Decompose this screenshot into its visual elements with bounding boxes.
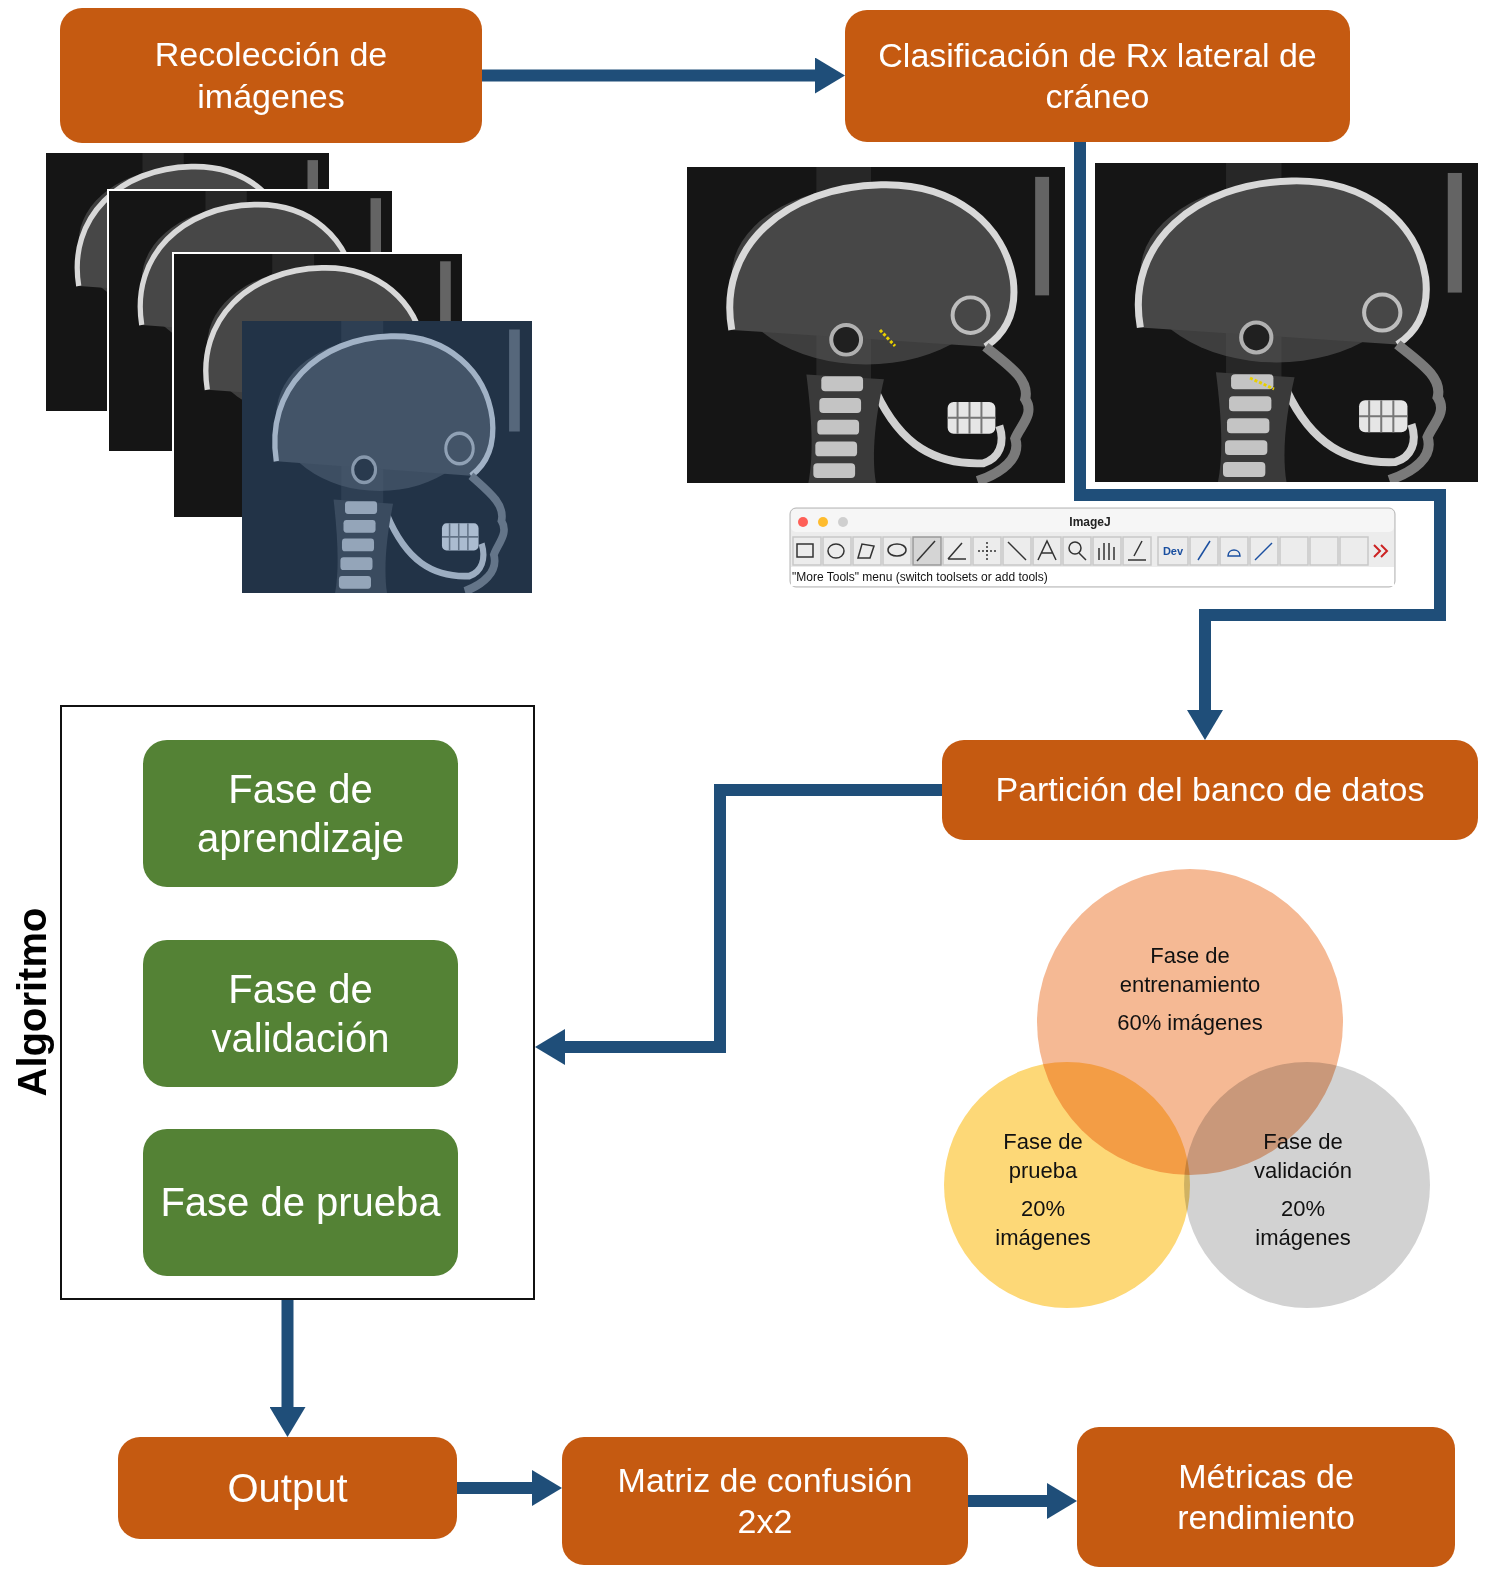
venn-circle: Fase de prueba 20% imágenes <box>944 1062 1190 1308</box>
circle-content: Fase de prueba 20% imágenes <box>987 1128 1099 1252</box>
flow-arrow <box>1080 142 1440 710</box>
node-text: 60% imágenes <box>1100 1009 1280 1038</box>
xray-classified <box>687 163 1478 483</box>
process-box: Partición del banco de datos <box>942 740 1478 840</box>
group-heading: Algoritmo <box>10 908 55 1097</box>
flow-arrow <box>968 1495 1047 1507</box>
phase-box: Fase de prueba <box>143 1129 458 1276</box>
circle-shape <box>1184 1062 1430 1308</box>
node-text: Partición del banco de datos <box>995 769 1424 810</box>
node-text: Fase de validación <box>1243 1128 1363 1185</box>
group-frame: AlgoritmoFase de aprendizajeFase de vali… <box>60 705 535 1300</box>
node-text: Fase de validación <box>159 965 442 1063</box>
flow-arrow <box>482 70 815 82</box>
flow-arrow <box>282 1300 294 1407</box>
process-box: Recolección de imágenes <box>60 8 482 143</box>
circle-content: Fase de validación 20% imágenes <box>1243 1128 1363 1252</box>
venn-circle: Fase de validación 20% imágenes <box>1184 1062 1430 1308</box>
process-box: Output <box>118 1437 457 1539</box>
process-box: Métricas de rendimiento <box>1077 1427 1455 1567</box>
circle-content: Fase de entrenamiento 60% imágenes <box>1100 942 1280 1038</box>
node-text: Fase de prueba <box>160 1178 440 1227</box>
node-text: Fase de prueba <box>987 1128 1099 1185</box>
process-box: Matriz de confusión 2x2 <box>562 1437 968 1565</box>
node-text: Métricas de rendimiento <box>1107 1456 1425 1539</box>
node-text: Output <box>227 1464 347 1513</box>
node-text: 20% imágenes <box>987 1195 1099 1252</box>
imagej-toolbar <box>790 508 1395 587</box>
node-text: Matriz de confusión 2x2 <box>592 1460 938 1543</box>
node-text: Clasificación de Rx lateral de cráneo <box>865 35 1330 118</box>
node-text: Fase de aprendizaje <box>159 765 442 863</box>
node-text: 20% imágenes <box>1243 1195 1363 1252</box>
xray-stack <box>45 152 532 593</box>
tool-label: Dev <box>1163 545 1183 557</box>
status-text: "More Tools" menu (switch toolsets or ad… <box>792 570 1048 584</box>
flow-arrow <box>565 790 942 1047</box>
window-title: ImageJ <box>1069 515 1110 529</box>
node-text: Recolección de imágenes <box>100 34 442 117</box>
process-box: Clasificación de Rx lateral de cráneo <box>845 10 1350 142</box>
circle-shape <box>944 1062 1190 1308</box>
node-text: Fase de entrenamiento <box>1100 942 1280 999</box>
flow-arrow <box>457 1482 532 1494</box>
phase-box: Fase de validación <box>143 940 458 1087</box>
phase-box: Fase de aprendizaje <box>143 740 458 887</box>
